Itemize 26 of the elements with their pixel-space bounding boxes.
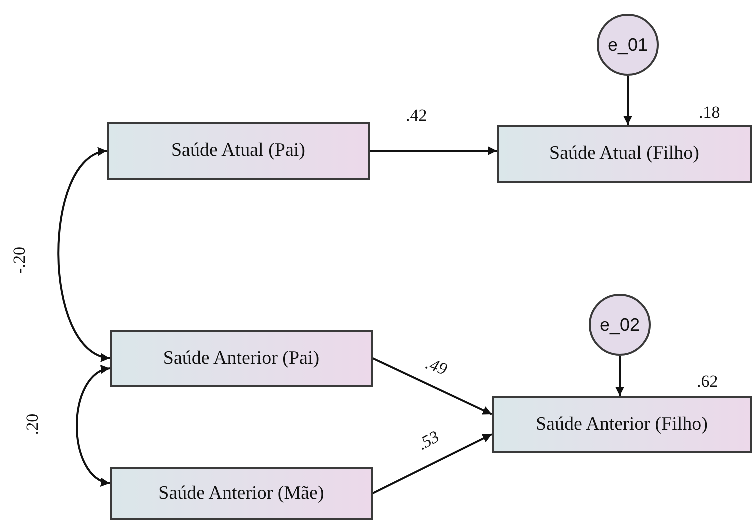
- edge-label: .49: [424, 354, 450, 378]
- edge-label: -.20: [10, 247, 28, 274]
- variable-box: [110, 330, 373, 387]
- node-label: Saúde Atual (Filho): [550, 143, 700, 165]
- node-label: Saúde Anterior (Pai): [163, 348, 320, 370]
- edge-label: .20: [24, 414, 42, 436]
- path-arrow: [624, 76, 632, 125]
- variable-box: [492, 396, 752, 453]
- edge-label: .53: [415, 428, 442, 453]
- variable-box: [110, 467, 373, 520]
- node-label: Saúde Anterior (Filho): [536, 414, 708, 436]
- node-label: e_01: [608, 34, 648, 56]
- covariance-arrow: [58, 150, 110, 360]
- path-arrow: [616, 356, 624, 396]
- r-squared-value: .62: [697, 373, 718, 390]
- path-arrow: [372, 358, 492, 416]
- path-arrow: [372, 434, 492, 494]
- variable-box: [107, 122, 370, 180]
- node-label: Saúde Anterior (Mãe): [158, 482, 324, 504]
- path-arrow: [370, 146, 497, 156]
- node-label: Saúde Atual (Pai): [171, 140, 306, 162]
- covariance-arrow: [76, 366, 110, 486]
- r-squared-value: .18: [699, 104, 720, 121]
- variable-box: [497, 125, 752, 183]
- node-label: e_02: [600, 314, 640, 336]
- edge-label: .42: [406, 107, 428, 124]
